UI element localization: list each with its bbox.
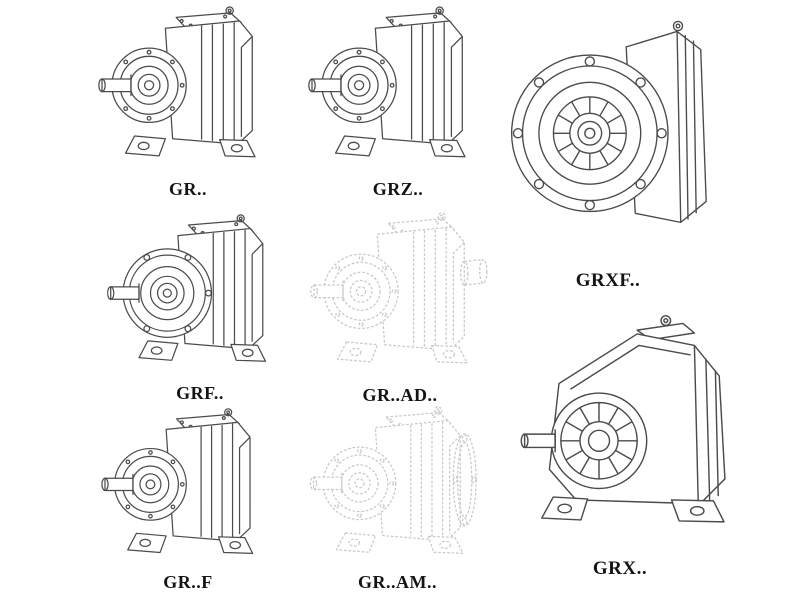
model-label-grf: GRF.. [176,383,224,403]
figure-gr-f: GR..F [88,404,288,593]
gearbox-drawing-gr-am [295,402,500,570]
gearbox-drawing-grz [298,2,498,174]
gearbox-drawing-grxf [492,6,724,256]
model-label-gr-ad: GR..AD.. [362,385,438,405]
figure-gr-ad: GR..AD.. [300,208,500,406]
model-label-grx: GRX.. [592,558,648,579]
gearbox-drawing-grf [95,210,305,378]
figure-gr: GR.. [88,2,288,200]
model-label-gr-am: GR..AM.. [358,572,437,592]
figure-grz: GRZ.. [298,2,498,200]
model-label-grz: GRZ.. [372,179,424,199]
gearbox-drawing-gr-f [88,404,288,570]
model-label-grxf: GRXF.. [575,270,641,291]
figure-grxf: GRXF.. [492,6,724,292]
gearbox-drawing-gr-ad [300,208,500,380]
gearbox-drawing-grx [496,302,744,550]
figure-grx: GRX.. [496,302,744,580]
figure-grf: GRF.. [95,210,305,404]
model-label-gr-f: GR..F [163,572,213,592]
gearbox-drawing-gr [88,2,288,174]
model-label-gr: GR.. [169,179,207,199]
figure-gr-am: GR..AM.. [295,402,500,593]
